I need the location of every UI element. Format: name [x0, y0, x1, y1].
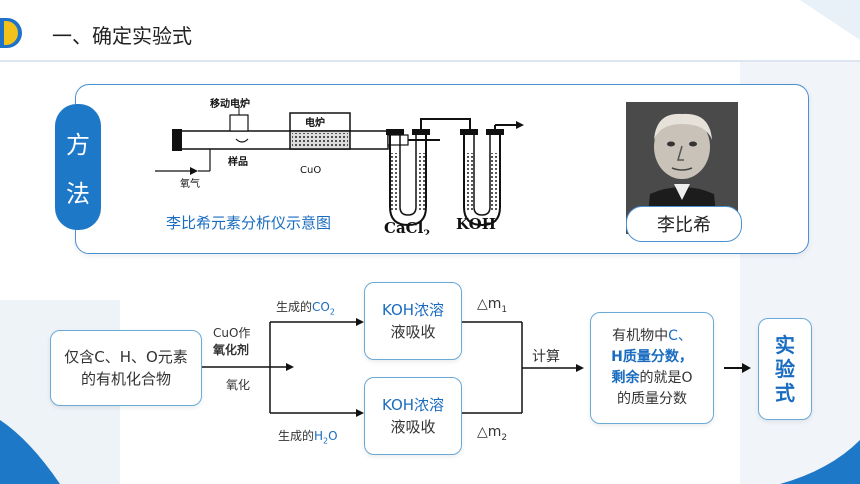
dm2: △m [477, 424, 501, 440]
h2o-o: O [328, 429, 337, 443]
organic-compound-box: 仅含C、H、O元素 的有机化合物 [50, 330, 202, 406]
start-line-2: 的有机化合物 [64, 368, 188, 390]
result-line-4: 的质量分数 [611, 389, 693, 410]
co2-label: 生成的CO2 [276, 298, 335, 316]
cuo-oxidant-label: CuO作 氧化剂 [213, 324, 250, 358]
result-line-3b: 的就是O [639, 370, 692, 386]
result-line-1b: C、 [668, 328, 692, 344]
h2o-prefix: 生成的 [278, 429, 314, 443]
conclusion-char-1: 实 [775, 333, 795, 357]
co2-sub: 2 [330, 307, 335, 316]
cuo-line-2: 氧化剂 [213, 341, 250, 358]
co2-formula: CO [312, 300, 330, 314]
delta-m2-label: △m2 [477, 424, 507, 443]
dm1: △m [477, 296, 501, 312]
mass-fraction-box: 有机物中C、 H质量分数， 剩余的就是O 的质量分数 [590, 312, 714, 424]
calc-label: 计算 [532, 346, 560, 366]
start-line-1: 仅含C、H、O元素 [64, 346, 188, 368]
h2o-label: 生成的H2O [278, 427, 338, 445]
koh-bottom-line-1: KOH浓溶 [382, 394, 444, 416]
koh-top-line-1: KOH浓溶 [382, 299, 444, 321]
empirical-formula-box: 实 验 式 [758, 318, 812, 420]
result-line-2: H质量分数， [611, 347, 693, 368]
oxidize-label: 氧化 [226, 376, 250, 393]
conclusion-char-3: 式 [775, 381, 795, 405]
koh-top-line-2: 液吸收 [382, 321, 444, 343]
cuo-line-1: CuO作 [213, 324, 250, 341]
result-line-3a: 剩余 [611, 370, 639, 386]
koh-absorb-top-box: KOH浓溶 液吸收 [364, 282, 462, 360]
result-line-1a: 有机物中 [612, 328, 668, 344]
dm2-sub: 2 [501, 433, 507, 443]
delta-m1-label: △m1 [477, 296, 507, 315]
dm1-sub: 1 [501, 305, 507, 315]
co2-prefix: 生成的 [276, 300, 312, 314]
h2o-formula: H [314, 429, 323, 443]
koh-absorb-bottom-box: KOH浓溶 液吸收 [364, 377, 462, 455]
conclusion-char-2: 验 [775, 357, 795, 381]
koh-bottom-line-2: 液吸收 [382, 416, 444, 438]
